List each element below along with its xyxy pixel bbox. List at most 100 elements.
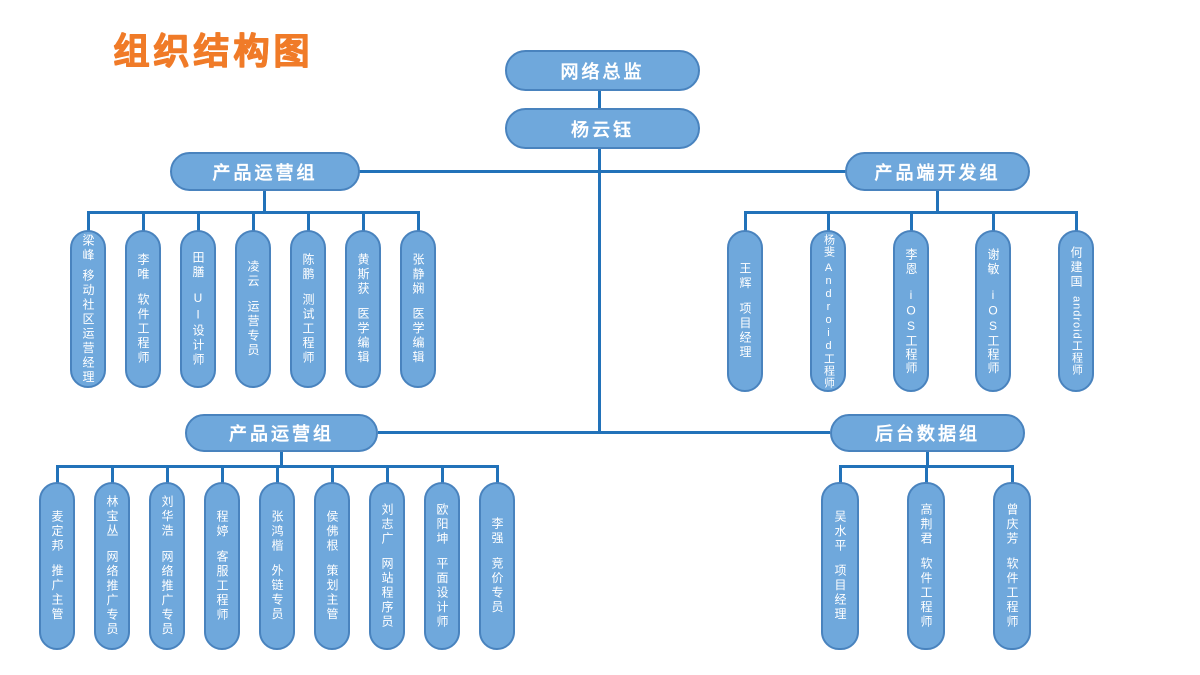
member-pill: 陈鹏 测试工程师 — [290, 230, 326, 388]
member-name: 程婷 — [215, 509, 229, 539]
connector-g4-stub — [925, 465, 928, 484]
connector-g3-stub — [386, 465, 389, 484]
member-pill: 杨斐 Android工程师 — [810, 230, 846, 392]
connector-g1-stub — [142, 211, 145, 232]
connector-g2-stub — [992, 211, 995, 232]
connector-g2-stub — [744, 211, 747, 232]
member-title: 医学编辑 — [356, 307, 370, 366]
member-title: 软件工程师 — [1005, 557, 1019, 630]
member-name: 麦定邦 — [50, 509, 64, 554]
connector-g3-stub — [276, 465, 279, 484]
member-title: 项目经理 — [738, 302, 752, 360]
group-label: 产品运营组 — [229, 424, 334, 444]
member-pill: 张静娴 医学编辑 — [400, 230, 436, 388]
connector-g3-stub — [56, 465, 59, 484]
connector-g4-drop — [926, 450, 929, 467]
member-title: 测试工程师 — [301, 292, 315, 366]
member-pill: 林宝丛 网络推广专员 — [94, 482, 130, 650]
connector-g1-stub — [307, 211, 310, 232]
connector-g1-stub — [252, 211, 255, 232]
group-label: 后台数据组 — [875, 424, 980, 444]
member-name: 李唯 — [136, 252, 150, 282]
connector-g1-stub — [417, 211, 420, 232]
member-pill: 高荆君 软件工程师 — [907, 482, 945, 650]
connector-g4-stub — [839, 465, 842, 484]
connector-top-horizontal — [358, 170, 847, 173]
member-title: UI设计师 — [191, 290, 205, 368]
member-name: 吴水平 — [833, 509, 847, 554]
member-pill: 刘华浩 网络推广专员 — [149, 482, 185, 650]
member-pill: 黄斯获 医学编辑 — [345, 230, 381, 388]
member-name: 梁峰 — [81, 233, 95, 263]
connector-g2-stub — [910, 211, 913, 232]
member-pill: 何建国 android工程师 — [1058, 230, 1094, 392]
member-pill: 李恩 iOS工程师 — [893, 230, 929, 392]
member-title: 外链专员 — [270, 564, 284, 623]
connector-g3-stub — [441, 465, 444, 484]
member-name: 王辉 — [738, 262, 752, 291]
connector-root-manager — [598, 89, 601, 110]
member-name: 刘华浩 — [160, 495, 174, 539]
member-name: 欧阳坤 — [435, 502, 449, 547]
member-title: 竞价专员 — [490, 557, 504, 615]
member-title: 网站程序员 — [380, 557, 394, 630]
group-label: 产品端开发组 — [874, 162, 1001, 183]
connector-g4-stub — [1011, 465, 1014, 484]
member-title: 软件工程师 — [919, 557, 933, 630]
node-root-label: 网络总监 — [560, 61, 645, 82]
member-pill: 李唯 软件工程师 — [125, 230, 161, 388]
member-name: 何建国 — [1069, 246, 1083, 290]
member-pill: 谢敏 iOS工程师 — [975, 230, 1011, 392]
member-title: 软件工程师 — [136, 292, 150, 366]
member-pill: 刘志广 网站程序员 — [369, 482, 405, 650]
member-name: 谢敏 — [986, 247, 1000, 277]
connector-g2-stub — [827, 211, 830, 232]
member-pill: 田膳 UI设计师 — [180, 230, 216, 388]
connector-spine — [598, 146, 601, 434]
connector-g3-stub — [496, 465, 499, 484]
connector-g3-stub — [331, 465, 334, 484]
member-name: 田膳 — [191, 250, 205, 280]
group-header-product-ops-top: 产品运营组 — [170, 152, 360, 191]
member-pill: 程婷 客服工程师 — [204, 482, 240, 650]
member-pill: 凌云 运营专员 — [235, 230, 271, 388]
member-title: Android工程师 — [822, 261, 835, 389]
member-name: 刘志广 — [380, 502, 394, 547]
member-name: 李强 — [490, 517, 504, 546]
member-title: 客服工程师 — [215, 549, 229, 623]
member-title: 移动社区运营经理 — [81, 268, 95, 385]
member-name: 凌云 — [246, 260, 260, 289]
member-title: android工程师 — [1070, 295, 1083, 376]
node-manager-label: 杨云钰 — [571, 119, 634, 140]
member-name: 杨斐 — [822, 233, 835, 258]
member-pill: 侯佛根 策划主管 — [314, 482, 350, 650]
connector-g3-stub — [111, 465, 114, 484]
group-header-backend-data: 后台数据组 — [830, 414, 1025, 452]
member-name: 侯佛根 — [325, 509, 339, 554]
member-pill: 梁峰 移动社区运营经理 — [70, 230, 106, 388]
member-title: 平面设计师 — [435, 557, 449, 630]
member-pill: 张鸿楷 外链专员 — [259, 482, 295, 650]
connector-g3-drop — [280, 450, 283, 467]
member-name: 黄斯获 — [356, 252, 370, 297]
member-title: 项目经理 — [833, 564, 847, 623]
connector-bottom-horizontal — [378, 431, 830, 434]
member-name: 张鸿楷 — [270, 509, 284, 554]
member-title: 网络推广专员 — [160, 549, 174, 637]
member-title: 网络推广专员 — [105, 549, 119, 637]
member-title: iOS工程师 — [904, 287, 918, 375]
node-root: 网络总监 — [505, 50, 700, 91]
member-name: 张静娴 — [411, 252, 425, 297]
node-manager: 杨云钰 — [505, 108, 700, 149]
connector-g3-stub — [221, 465, 224, 484]
member-pill: 曾庆芳 软件工程师 — [993, 482, 1031, 650]
connector-g3-stub — [166, 465, 169, 484]
connector-g2-drop — [936, 190, 939, 213]
connector-g2-stub — [1075, 211, 1078, 232]
member-name: 林宝丛 — [105, 495, 119, 539]
group-header-product-ops-bottom: 产品运营组 — [185, 414, 378, 452]
member-pill: 吴水平 项目经理 — [821, 482, 859, 650]
member-name: 高荆君 — [919, 502, 933, 547]
member-title: 运营专员 — [246, 300, 260, 358]
